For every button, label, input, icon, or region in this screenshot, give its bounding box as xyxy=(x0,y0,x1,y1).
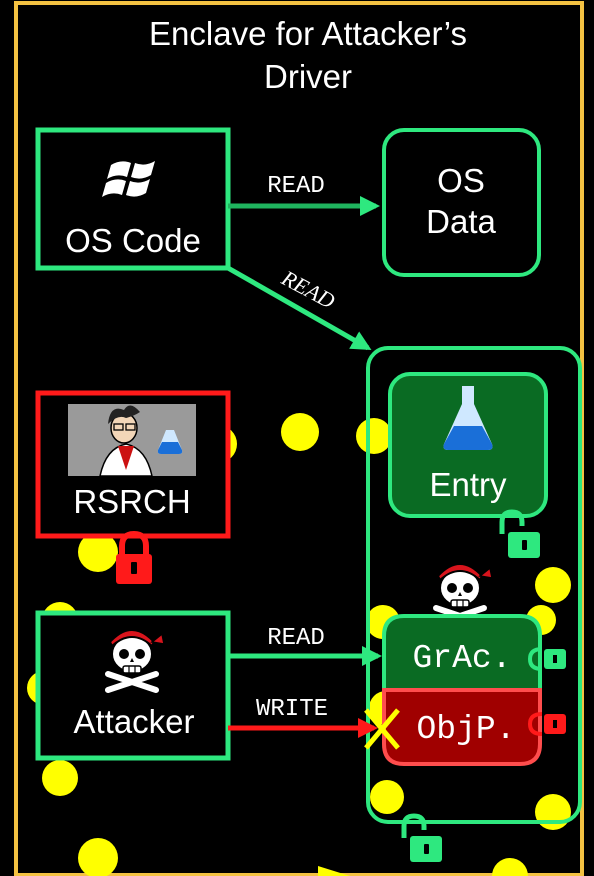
edge-code-to-data: READ xyxy=(228,173,380,216)
lock-icon xyxy=(527,712,566,736)
windows-logo-icon xyxy=(102,161,155,197)
edge-attacker-to-grac: READ xyxy=(228,625,382,666)
os-data-label-line-2: Data xyxy=(426,203,496,240)
grac-label: GrAc. xyxy=(412,640,511,677)
entry-label: Entry xyxy=(429,466,507,503)
node-attacker: Attacker xyxy=(35,610,231,761)
edge-attacker-to-objp-label: WRITE xyxy=(256,696,328,723)
attacker-label: Attacker xyxy=(73,703,194,740)
edge-attacker-to-grac-label: READ xyxy=(267,625,325,652)
os-code-label: OS Code xyxy=(65,222,201,259)
rsrch-label: RSRCH xyxy=(73,483,190,520)
flask-icon xyxy=(443,386,493,450)
node-os-code: OS Code xyxy=(35,127,231,271)
objp-label: ObjP. xyxy=(416,711,515,748)
edge-attacker-to-objp: WRITE xyxy=(228,696,400,750)
inner-enclave xyxy=(366,346,582,824)
researcher-with-flask-icon xyxy=(68,404,196,477)
node-os-data: OS Data xyxy=(382,128,541,277)
os-data-label-line-1: OS xyxy=(437,162,485,199)
lock-icon xyxy=(527,647,566,671)
title-line-2: Driver xyxy=(264,58,352,95)
title-line-1: Enclave for Attacker’s xyxy=(149,15,467,52)
node-entry: Entry xyxy=(388,372,548,518)
node-rsrch: RSRCH xyxy=(35,390,231,539)
edge-code-to-data-label: READ xyxy=(267,173,325,200)
lock-closed-icon xyxy=(116,530,152,584)
node-objp: ObjP. xyxy=(382,688,542,766)
blocked-x-icon xyxy=(364,708,400,750)
node-grac: GrAc. xyxy=(382,614,542,692)
